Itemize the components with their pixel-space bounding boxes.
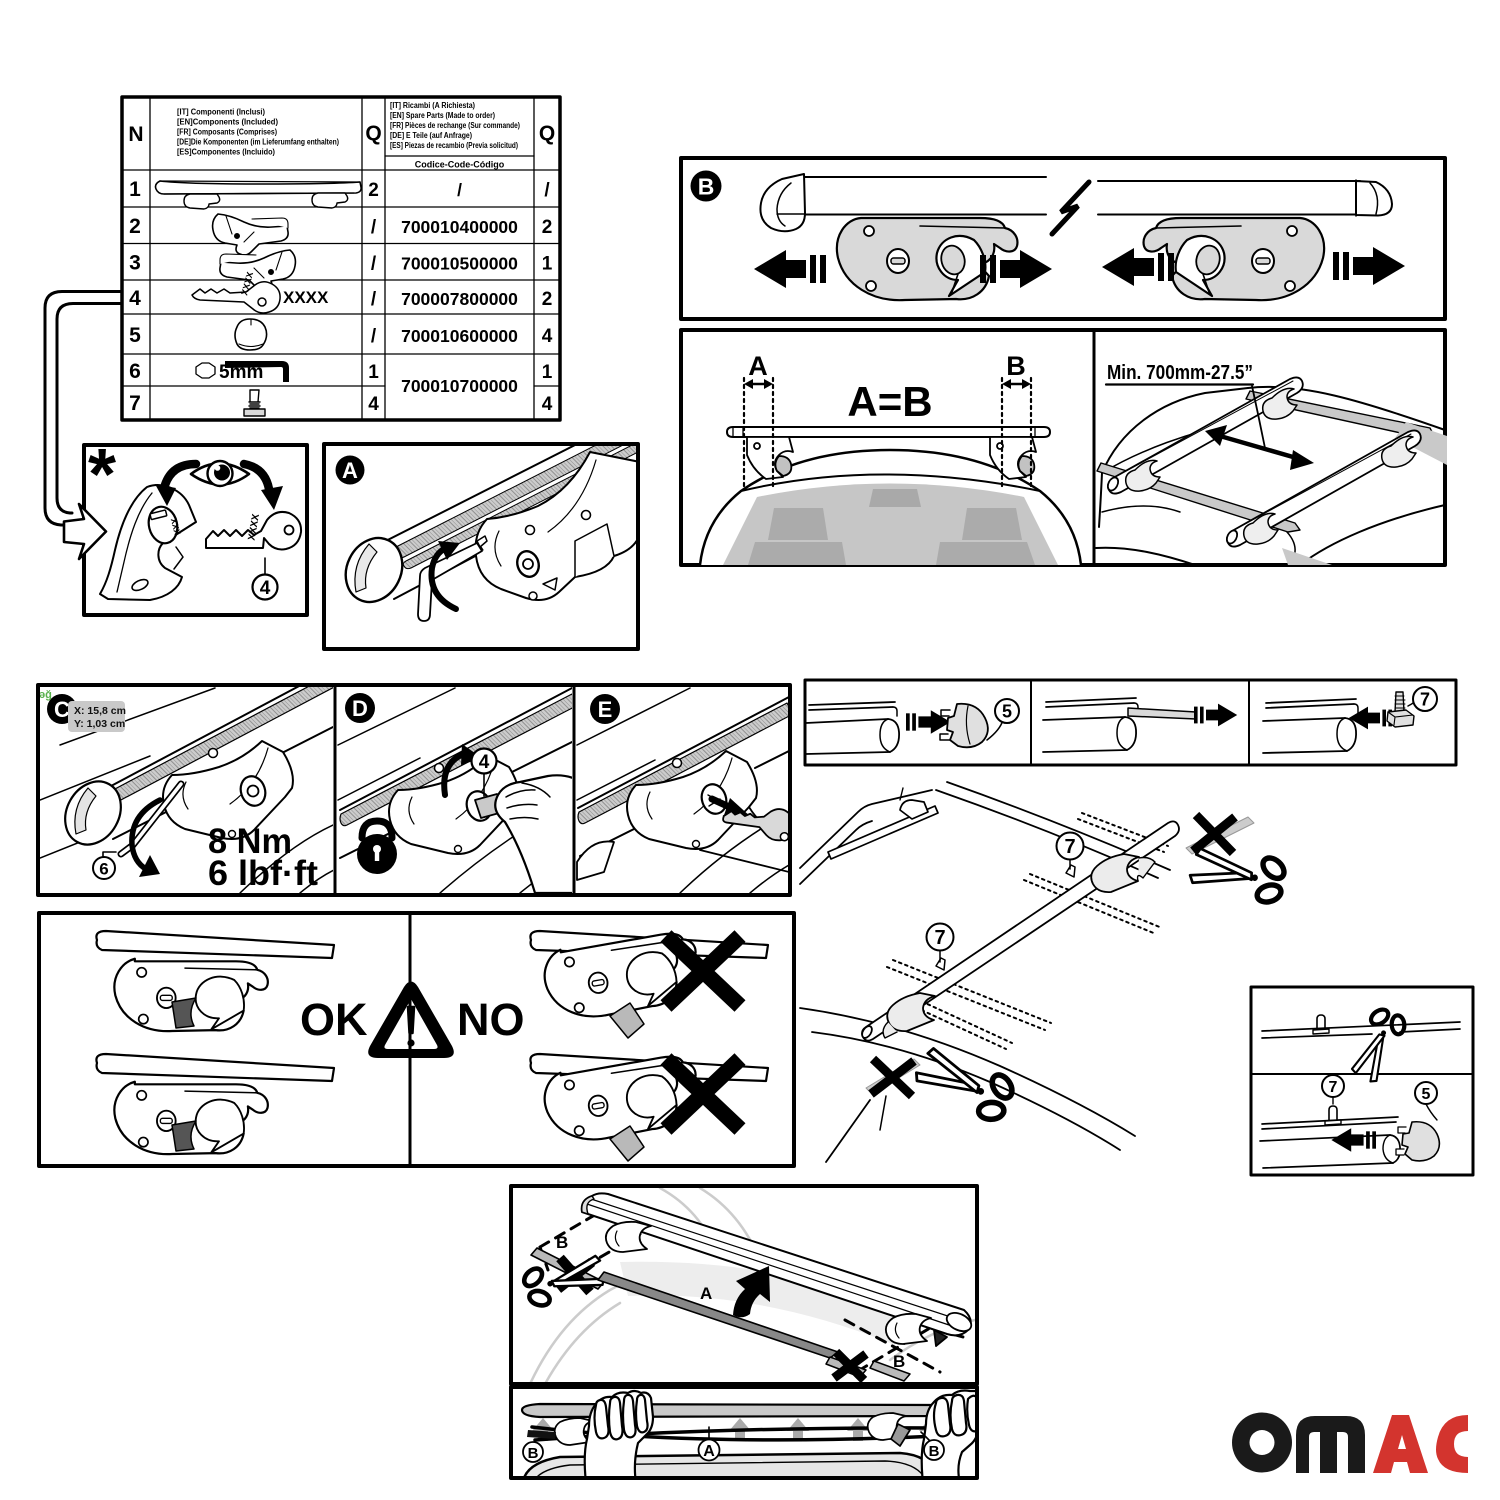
svg-text:7: 7 [934,927,945,949]
svg-text:/: / [371,254,377,275]
svg-text:2: 2 [542,217,553,238]
svg-text:[DE]Die Komponenten (im Liefer: [DE]Die Komponenten (im Lieferumfang ent… [177,137,339,147]
svg-text:*: * [88,435,116,515]
svg-text:[FR] Pièces de rechange (Sur c: [FR] Pièces de rechange (Sur commande) [390,120,520,130]
svg-text:[ES]Componentes (Incluido): [ES]Componentes (Incluido) [177,147,275,157]
svg-text:[IT] Ricambi (A Richiesta): [IT] Ricambi (A Richiesta) [390,100,475,110]
svg-text:4: 4 [479,752,490,773]
svg-text:1: 1 [368,362,379,383]
svg-text:[EN]Components (Included): [EN]Components (Included) [177,117,278,127]
svg-text:OK: OK [300,994,368,1045]
svg-text:2: 2 [129,215,141,238]
svg-text:Y: 1,03 cm: Y: 1,03 cm [74,718,125,730]
svg-text:700010600000: 700010600000 [401,326,518,346]
svg-text:6 lbf·ft: 6 lbf·ft [208,854,318,893]
svg-text:B: B [893,1352,905,1371]
svg-text:[DE] E Teile (auf Anfrage): [DE] E Teile (auf Anfrage) [390,130,472,140]
svg-text:4: 4 [260,578,271,599]
svg-text:XXXX: XXXX [247,513,263,542]
svg-text:A: A [700,1284,712,1303]
svg-text:XXX: XXX [169,517,183,536]
svg-text:/: / [371,289,377,310]
svg-text:/: / [371,326,377,347]
svg-text:5: 5 [1002,702,1012,722]
svg-text:700010700000: 700010700000 [401,376,518,396]
svg-text:B: B [556,1233,568,1252]
svg-text:/: / [371,217,377,238]
svg-text:Q: Q [539,122,555,145]
svg-text:Codice-Code-Código: Codice-Code-Código [415,160,505,170]
svg-text:3: 3 [129,252,141,275]
svg-text:A=B: A=B [847,378,932,425]
svg-text:N: N [128,123,143,146]
svg-text:B: B [698,174,715,200]
svg-text:B: B [528,1445,539,1462]
svg-text:A: A [342,458,358,483]
svg-text:7: 7 [129,392,141,415]
svg-text:/: / [544,180,550,201]
svg-text:4: 4 [542,326,553,347]
svg-text:[EN] Spare Parts (Made to orde: [EN] Spare Parts (Made to order) [390,110,495,120]
svg-text:A: A [703,1443,715,1460]
svg-text:700010400000: 700010400000 [401,217,518,237]
svg-text:/: / [457,180,462,200]
svg-text:X: 15,8 cm: X: 15,8 cm [74,705,126,717]
svg-text:[ES] Piezas de recambio (Previ: [ES] Piezas de recambio (Previa solicitu… [390,140,518,150]
svg-text:8 Nm: 8 Nm [208,822,292,861]
svg-text:700010500000: 700010500000 [401,254,518,274]
svg-text:1: 1 [542,362,553,383]
svg-text:6: 6 [129,360,141,383]
svg-text:[FR] Composants (Comprises): [FR] Composants (Comprises) [177,127,277,137]
svg-text:2: 2 [542,289,553,310]
svg-text:1: 1 [129,178,141,201]
svg-text:2: 2 [368,180,379,201]
svg-text:4: 4 [368,394,379,415]
svg-text:1: 1 [542,254,553,275]
svg-text:5mm: 5mm [219,362,263,383]
svg-text:6: 6 [99,860,108,879]
svg-text:7: 7 [1064,836,1075,858]
svg-text:XXXX: XXXX [283,288,329,307]
svg-text:E: E [598,697,613,722]
svg-text:7: 7 [1420,690,1430,710]
svg-text:4: 4 [542,394,553,415]
svg-text:700007800000: 700007800000 [401,289,518,309]
svg-text:4: 4 [129,287,141,310]
svg-text:5: 5 [129,324,141,347]
svg-text:C: C [54,697,70,722]
svg-text:7: 7 [1329,1079,1338,1096]
svg-text:Q: Q [365,122,381,145]
svg-text:B: B [929,1443,940,1460]
svg-text:[IT] Componenti (Inclusi): [IT] Componenti (Inclusi) [177,107,265,117]
svg-text:əğ: əğ [39,689,52,701]
svg-text:B: B [1006,351,1026,381]
svg-text:A: A [748,351,768,381]
svg-text:Min. 700mm-27.5”: Min. 700mm-27.5” [1107,362,1253,384]
svg-text:D: D [352,696,368,721]
svg-text:5: 5 [1422,1086,1431,1103]
svg-text:NO: NO [457,994,525,1045]
